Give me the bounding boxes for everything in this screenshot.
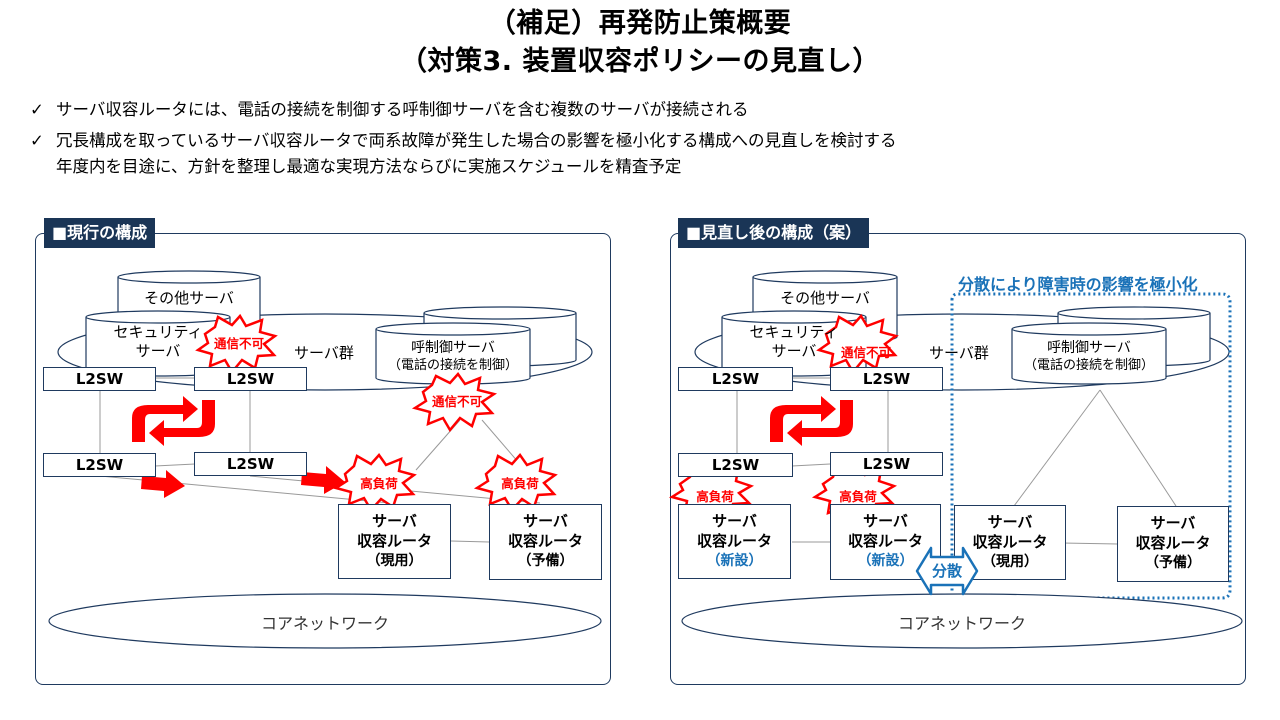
router-role-label: （新設） [706, 553, 763, 569]
router-label-line2: 収容ルータ [696, 532, 772, 550]
revised-config-panel [670, 233, 1246, 685]
no-comm-alert-label: 通信不可 [840, 345, 891, 360]
call-server-label-line2: （電話の接続を制御） [387, 358, 518, 373]
l2sw-box: L2SW [830, 452, 943, 476]
high-load-alert-label: 高負荷 [696, 489, 734, 504]
server-router-active: サーバ 収容ルータ （現用） [338, 504, 451, 579]
router-label-line1: サーバ [712, 512, 757, 530]
l2sw-box: L2SW [194, 452, 307, 476]
traffic-shift-arrow [141, 470, 185, 498]
bullet-text: 冗長構成を取っているサーバ収容ルータで両系故障が発生した場合の影響を極小化する構… [56, 131, 897, 150]
high-load-alert-label: 高負荷 [839, 489, 877, 504]
no-comm-alert-label: 通信不可 [431, 394, 482, 409]
security-server-label-line2: サーバ [135, 342, 181, 360]
router-label-line2: 収容ルータ [356, 532, 432, 550]
other-server-label: その他サーバ [780, 289, 870, 307]
starburst-no-comm [816, 313, 899, 375]
bullet-2-continuation: 年度内を目途に、方針を整理し最適な実現方法ならびに実施スケジュールを精査予定 [56, 157, 682, 176]
router-label-line1: サーバ [523, 512, 568, 530]
call-server-cylinder [1011, 322, 1167, 385]
router-label-line1: サーバ [987, 513, 1033, 531]
call-server-cylinder [375, 322, 531, 385]
bullet-2: ✓ 冗長構成を取っているサーバ収容ルータで両系故障が発生した場合の影響を極小化する… [30, 130, 897, 152]
traffic-shift-arrow [301, 466, 345, 494]
call-server-label-line1: 呼制御サーバ [411, 340, 495, 356]
check-icon: ✓ [30, 100, 44, 119]
current-config-title: ■現行の構成 [44, 218, 156, 248]
starburst-no-comm-1 [195, 313, 278, 375]
core-network-label: コアネットワーク [897, 614, 1026, 633]
high-load-alert-label: 高負荷 [360, 476, 398, 491]
server-router-standby: サーバ 収容ルータ （予備） [489, 504, 602, 580]
router-role-label: （新設） [857, 553, 914, 569]
failover-cycle-icon [770, 396, 853, 446]
router-label-line2: 収容ルータ [1135, 534, 1211, 552]
high-load-alert-label: 高負荷 [501, 476, 539, 491]
l2sw-box: L2SW [678, 367, 793, 391]
no-comm-alert-label: 通信不可 [213, 336, 264, 351]
failover-cycle-icon [132, 396, 215, 446]
other-server-label: その他サーバ [144, 289, 234, 307]
call-server-label: 呼制御サーバ （電話の接続を制御） [376, 339, 530, 375]
router-label-line1: サーバ [372, 512, 417, 530]
current-config-panel [35, 233, 611, 685]
router-role-label: （現用） [366, 553, 423, 569]
distribute-label: 分散 [931, 562, 962, 580]
security-server-label-line1: セキュリティ [113, 323, 203, 341]
call-server-label-line2: （電話の接続を制御） [1023, 358, 1154, 373]
server-router-new-1: サーバ 収容ルータ （新設） [678, 504, 791, 579]
starburst-high-load-1 [332, 452, 417, 513]
focus-area-label: 分散により障害時の影響を極小化 [958, 275, 1198, 294]
router-role-label: （現用） [982, 554, 1038, 570]
core-network-ellipse [48, 593, 602, 649]
security-server-label: セキュリティ サーバ [722, 323, 866, 361]
l2sw-box: L2SW [43, 453, 156, 477]
call-server-label-line1: 呼制御サーバ [1047, 340, 1131, 356]
focus-area-border [950, 292, 1232, 600]
server-group-label: サーバ群 [294, 344, 354, 362]
bullet-text: サーバ収容ルータには、電話の接続を制御する呼制御サーバを含む複数のサーバが接続さ… [56, 100, 749, 119]
revised-config-diagram [668, 270, 1243, 649]
server-group-label: サーバ群 [929, 344, 989, 362]
server-router-new-2: サーバ 収容ルータ （新設） [830, 504, 941, 580]
security-server-label-line1: セキュリティ [749, 323, 839, 341]
bullet-1: ✓ サーバ収容ルータには、電話の接続を制御する呼制御サーバを含む複数のサーバが接続… [30, 99, 749, 121]
router-label-line1: サーバ [1150, 514, 1196, 532]
router-role-label: （予備） [1145, 555, 1201, 571]
slide-title-line1: （補足）再発防止策概要 [488, 8, 792, 39]
starburst-high-load-2 [473, 452, 558, 513]
core-network-label: コアネットワーク [260, 614, 389, 633]
l2sw-box: L2SW [678, 453, 793, 477]
router-label-line2: 収容ルータ [507, 532, 583, 550]
starburst-no-comm-2 [411, 371, 498, 433]
security-server-label-line2: サーバ [771, 342, 817, 360]
call-server-label: 呼制御サーバ （電話の接続を制御） [1012, 339, 1166, 375]
slide-title-line2: （対策3. 装置収容ポリシーの見直し） [400, 46, 880, 77]
server-router-standby: サーバ 収容ルータ （予備） [1117, 506, 1229, 582]
security-server-cylinder [85, 310, 231, 377]
router-label-line2: 収容ルータ [847, 532, 923, 550]
router-label-line1: サーバ [863, 512, 908, 530]
connection-lines [736, 377, 1177, 545]
l2sw-box: L2SW [830, 367, 943, 391]
security-server-label: セキュリティ サーバ [86, 323, 230, 361]
router-role-label: （予備） [517, 553, 574, 569]
router-label-line2: 収容ルータ [972, 533, 1048, 551]
current-config-diagram [48, 270, 602, 649]
l2sw-box: L2SW [43, 367, 156, 391]
check-icon: ✓ [30, 131, 44, 150]
l2sw-box: L2SW [194, 367, 307, 391]
revised-config-title: ■見直し後の構成（案） [678, 218, 870, 248]
distribute-double-arrow-icon [915, 546, 979, 596]
